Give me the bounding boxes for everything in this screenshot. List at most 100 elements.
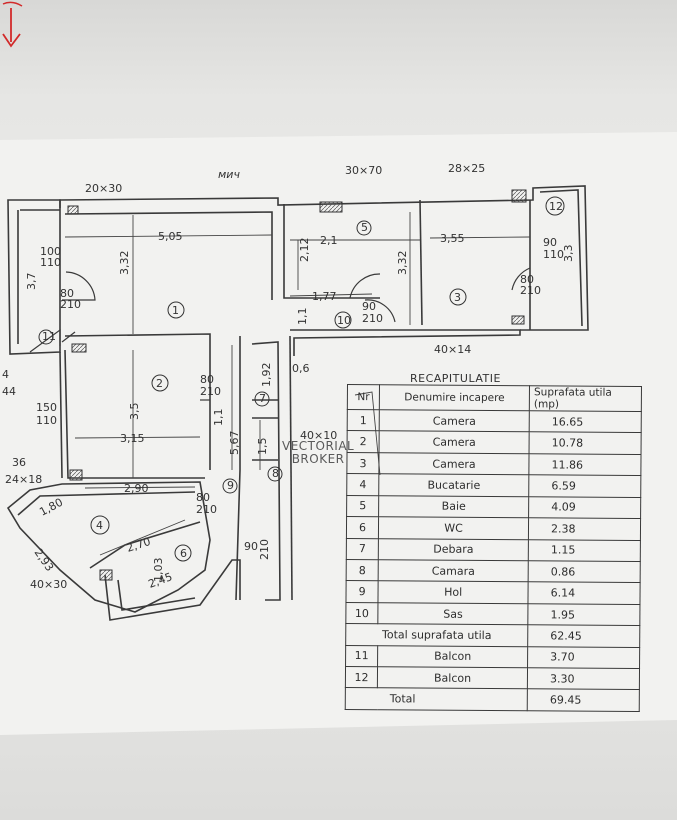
dim-06: 0,6 — [292, 362, 310, 375]
room-number-12: 12 — [549, 200, 563, 213]
row-name: Camera — [379, 409, 530, 433]
vent-label-20x30: 20×30 — [85, 182, 122, 195]
scribble-note: мич — [218, 168, 240, 181]
door-150-110-width: 150 — [36, 401, 57, 414]
row-area: 6.14 — [528, 582, 641, 605]
door-80-210c-width: 80 — [196, 491, 210, 504]
dim-103: 1,03 — [152, 558, 165, 583]
row-nr: 1 — [347, 409, 380, 432]
dim-11-hall: 1,1 — [212, 409, 225, 427]
red-arrow-icon — [2, 1, 23, 48]
dim-15: 1,5 — [256, 438, 269, 456]
paper-background — [0, 132, 677, 735]
row-name: Camera — [379, 431, 530, 454]
room-marker-8 — [267, 466, 283, 482]
row-area: 3.70 — [527, 646, 640, 669]
row-nr: 6 — [346, 516, 379, 539]
row-name: Balcon — [377, 666, 528, 690]
row-nr: 8 — [346, 559, 379, 582]
door-80-210b-height: 210 — [200, 385, 221, 398]
row-name: Camara — [378, 559, 529, 583]
dim-21: 2,1 — [320, 234, 338, 247]
room-marker-9 — [222, 478, 238, 494]
door-100-110-height: 110 — [40, 256, 61, 269]
room-marker-2 — [151, 374, 169, 392]
row-area: 2.38 — [528, 517, 641, 541]
row-name: Camera — [378, 452, 530, 476]
dimension-lines — [64, 212, 531, 556]
dim-11-sas: 1,1 — [296, 308, 309, 326]
vent-label-28x25: 28×25 — [448, 162, 485, 175]
row-area: 16.65 — [529, 410, 642, 433]
watermark-logo: VECTORIAL BROKER — [282, 440, 354, 466]
dim-355: 3,55 — [440, 232, 465, 245]
recap-table: Nr Denumire incapere Suprafata utila (mp… — [345, 384, 642, 712]
vent-label-24x18: 24×18 — [5, 473, 42, 486]
header-name: Denumire incapere — [379, 384, 530, 411]
total-row: Total 69.45 — [345, 687, 640, 712]
dim-33-balcony: 3,3 — [562, 245, 575, 263]
room-number-9: 9 — [227, 479, 234, 492]
vent-label-40x30: 40×30 — [30, 578, 67, 591]
total-useful-area: 62.45 — [527, 624, 640, 648]
room-number-2: 2 — [156, 377, 163, 390]
dim-567: 5,67 — [228, 431, 241, 456]
watermark-line-1: VECTORIAL — [282, 439, 355, 453]
room-marker-10 — [334, 311, 352, 329]
dim-177: 1,77 — [312, 290, 337, 303]
row-area: 1.15 — [528, 539, 641, 562]
vent-label-36: 36 — [12, 456, 26, 469]
row-area: 1.95 — [527, 603, 640, 626]
recap-title: RECAPITULATIE — [410, 372, 501, 385]
row-area: 6.59 — [528, 475, 641, 498]
room-marker-1 — [167, 301, 185, 319]
row-name: Balcon — [377, 645, 528, 668]
dim-290: 2,90 — [124, 482, 149, 495]
room-number-3: 3 — [454, 291, 461, 304]
door-90-110-width: 90 — [543, 236, 557, 249]
vent-label-4: 4 — [2, 368, 9, 381]
header-nr: Nr — [347, 384, 380, 410]
header-area: Suprafata utila (mp) — [529, 385, 642, 412]
row-nr: 11 — [345, 645, 378, 667]
room-marker-6 — [174, 544, 192, 562]
room-marker-3 — [449, 288, 467, 306]
dim-35: 3,5 — [128, 403, 141, 421]
row-name: Debara — [378, 538, 529, 561]
door-80-210d-width: 80 — [520, 273, 534, 286]
row-nr: 12 — [345, 666, 378, 689]
row-name: Baie — [378, 495, 529, 518]
vent-label-30x70: 30×70 — [345, 164, 382, 177]
dim-212: 2,12 — [298, 238, 311, 263]
room-number-8: 8 — [272, 467, 279, 480]
dim-332-room3: 3,32 — [396, 251, 409, 276]
row-nr: 10 — [345, 602, 379, 624]
room-marker-11 — [38, 329, 54, 345]
vent-boxes — [67, 189, 527, 581]
dim-315: 3,15 — [120, 432, 145, 445]
vent-label-40x10: 40×10 — [300, 429, 337, 442]
door-swings — [29, 267, 531, 401]
total-useful-row: Total suprafata utila 62.45 — [345, 623, 640, 648]
row-name: Sas — [377, 602, 529, 625]
dim-192: 1,92 — [260, 363, 273, 388]
room-number-1: 1 — [172, 304, 179, 317]
door-80-210b-width: 80 — [200, 373, 214, 386]
row-nr: 9 — [345, 580, 379, 603]
row-nr: 4 — [346, 473, 379, 496]
dim-332-room1: 3,32 — [118, 251, 131, 276]
row-area: 11.86 — [528, 453, 642, 476]
room-number-4: 4 — [96, 519, 103, 532]
row-name: Hol — [378, 581, 529, 604]
